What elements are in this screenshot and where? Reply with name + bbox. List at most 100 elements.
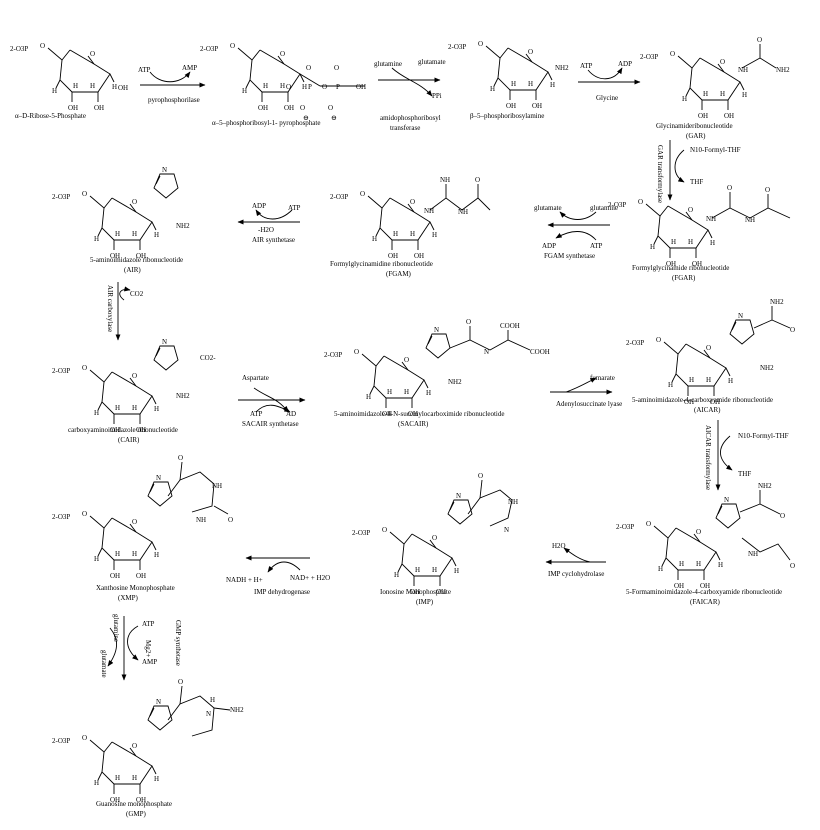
compound-name: β–5–phosphoribosylamine xyxy=(470,112,544,120)
enzyme-label: GAR transformylase xyxy=(656,145,664,203)
reaction-gar-transformylase: N10-Formyl-THF THF GAR transformylase xyxy=(656,140,741,203)
compound-pra: NH2 β–5–phosphoribosylamine xyxy=(447,39,569,120)
product-label: ADP xyxy=(252,202,266,210)
compound-abbr: (CAIR) xyxy=(118,436,140,444)
enzyme-label: GMP synthetase xyxy=(174,620,182,666)
enzyme-label: FGAM synthetase xyxy=(544,252,595,260)
cofactor-label: Mg2+ xyxy=(144,640,152,657)
compound-fgar: NH NH O O Formylglycinamide ribonucleoti… xyxy=(607,184,791,282)
svg-text:O: O xyxy=(228,516,233,524)
compound-gar: NH O NH2 Glycinamideribonucleotide (GAR) xyxy=(639,36,790,140)
enzyme-label: AIR synthetase xyxy=(252,236,295,244)
compound-name: 5-aminoimidazole-4-N-succinylocarboximid… xyxy=(334,410,504,418)
svg-text:NH: NH xyxy=(748,550,758,558)
svg-text:CO2-: CO2- xyxy=(200,354,216,362)
product-label: PPi xyxy=(432,92,442,100)
reaction-air-synthetase: ATP ADP -H2O AIR synthetase xyxy=(237,202,301,244)
svg-text:COOH: COOH xyxy=(530,348,550,356)
reaction-imp-cyclohydrolase: H2O IMP cyclohydrolase xyxy=(545,542,606,578)
compound-name: 5-Formaminoimidazole-4-carboxyamide ribo… xyxy=(626,588,782,596)
svg-text:NH: NH xyxy=(508,498,518,506)
compound-name: α–D-Ribose-5-Phosphate xyxy=(15,112,86,120)
reaction-sacair-synthetase: Aspartate ATP AD SACAIR synthetase xyxy=(238,374,306,428)
reactant-label: N10-Formyl-THF xyxy=(690,146,741,154)
svg-text:NH2: NH2 xyxy=(776,66,790,74)
svg-text:⊖: ⊖ xyxy=(331,114,337,122)
compound-faicar: NH2 O NH O 5-Formaminoimidazole-4-carbox… xyxy=(615,482,795,606)
svg-text:O: O xyxy=(306,64,311,72)
compound-name: α–5–phosphoribosyl-1- pyrophosphate xyxy=(212,119,320,127)
reactant-label: ATP xyxy=(288,204,301,212)
reaction-air-carboxylase: CO2 AIR carboxylase xyxy=(106,282,144,341)
compound-abbr: (XMP) xyxy=(118,594,139,602)
product-label: AD xyxy=(286,410,296,418)
reactant-label: glutamine xyxy=(590,204,618,212)
reactant-label: ATP xyxy=(250,410,263,418)
enzyme-label: AIR carboxylase xyxy=(106,285,114,332)
compound-saicar: NH2 O N COOH COOH 5-aminoimidazole-4-N-s… xyxy=(323,318,550,428)
svg-text:O: O xyxy=(328,104,333,112)
reactant-label: glutamine xyxy=(112,614,120,642)
product-label: AMP xyxy=(182,64,197,72)
product-label: H2O xyxy=(552,542,566,550)
svg-text:P: P xyxy=(336,83,340,91)
svg-text:COOH: COOH xyxy=(500,322,520,330)
product-label: NADH + H+ xyxy=(226,576,263,584)
svg-text:NH2: NH2 xyxy=(555,64,569,72)
reaction-gmp-synthetase: ATP AMP glutamine glutamate Mg2+ GMP syn… xyxy=(100,614,182,681)
reactant-label: ATP xyxy=(138,66,151,74)
compound-fgam: NH NH NH O Formylglycinamidine ribonucle… xyxy=(329,176,491,278)
svg-text:O: O xyxy=(478,472,483,480)
compound-name: carboxyaminoimidazole ribonucleotide xyxy=(68,426,178,434)
reaction-aicar-transformylase: N10-Formyl-THF THF AICAR transformylase xyxy=(704,420,789,491)
compound-abbr: (GAR) xyxy=(686,132,706,140)
compound-name: Ionosine Monophosphate xyxy=(380,588,451,596)
reactant-label: ATP xyxy=(590,242,603,250)
reaction-imp-dehydrogenase: NAD+ + H2O NADH + H+ IMP dehydrogenase xyxy=(226,555,330,596)
enzyme-label: IMP dehydrogenase xyxy=(254,588,310,596)
svg-text:O: O xyxy=(757,36,762,44)
compound-imp: O NH N Ionosine Monophosphate (IMP) xyxy=(351,472,518,606)
reaction-fgam-synthetase: glutamine glutamate ATP ADP FGAM synthet… xyxy=(534,204,618,260)
svg-text:OH: OH xyxy=(356,83,366,91)
svg-text:O: O xyxy=(322,83,327,91)
svg-text:NH2: NH2 xyxy=(176,222,190,230)
enzyme-note: -H2O xyxy=(258,226,274,234)
product-label: glutamate xyxy=(100,650,108,678)
enzyme-label: amidophosphoribosyl xyxy=(380,114,441,122)
svg-text:O: O xyxy=(790,562,795,570)
compound-name: Formylglycinamide ribonucleotide xyxy=(632,264,729,272)
compound-abbr: (FAICAR) xyxy=(690,598,720,606)
svg-text:NH: NH xyxy=(196,516,206,524)
reactant-label: ATP xyxy=(142,620,155,628)
svg-text:NH: NH xyxy=(706,215,716,223)
svg-text:NH2: NH2 xyxy=(760,364,774,372)
svg-text:O: O xyxy=(178,454,183,462)
compound-gmp: O N NH2 H Guanosine monophosphate (GMP) xyxy=(51,678,244,818)
compound-air: NH2 5-aminoimidazole ribonucleotide (AIR… xyxy=(51,165,190,274)
svg-text:⊖: ⊖ xyxy=(303,114,309,122)
compound-abbr: (GMP) xyxy=(126,810,147,818)
enzyme-label: Adenylosuccinate lyase xyxy=(556,400,622,408)
compound-aicar: NH2 NH2 O 5-aminoimidazole-4-carboxyamid… xyxy=(625,298,795,414)
svg-text:NH2: NH2 xyxy=(448,378,462,386)
svg-text:O: O xyxy=(466,318,471,326)
compound-name: Xanthosine Monophosphate xyxy=(96,584,175,592)
product-label: glutamate xyxy=(418,58,446,66)
svg-text:O: O xyxy=(475,176,480,184)
product-label: ADP xyxy=(618,60,632,68)
enzyme-label: transferase xyxy=(390,124,420,132)
reaction-pyrophosphorilase: ATP AMP pyrophosphorilase xyxy=(138,64,206,104)
svg-text:O: O xyxy=(300,104,305,112)
svg-text:NH2: NH2 xyxy=(770,298,784,306)
reactant-label: Aspartate xyxy=(242,374,269,382)
reaction-amidophosphoribosyl-transferase: glutamine glutamate PPi amidophosphoribo… xyxy=(374,58,446,132)
compound-abbr: (AICAR) xyxy=(694,406,721,414)
compound-name: Formylglycinamidine ribonucleotide xyxy=(330,260,433,268)
product-label: glutamate xyxy=(534,204,562,212)
enzyme-label: pyrophosphorilase xyxy=(148,96,200,104)
svg-text:NH2: NH2 xyxy=(758,482,772,490)
product-label: AMP xyxy=(142,658,157,666)
reactant-label: glutamine xyxy=(374,60,402,68)
svg-text:N: N xyxy=(484,348,489,356)
